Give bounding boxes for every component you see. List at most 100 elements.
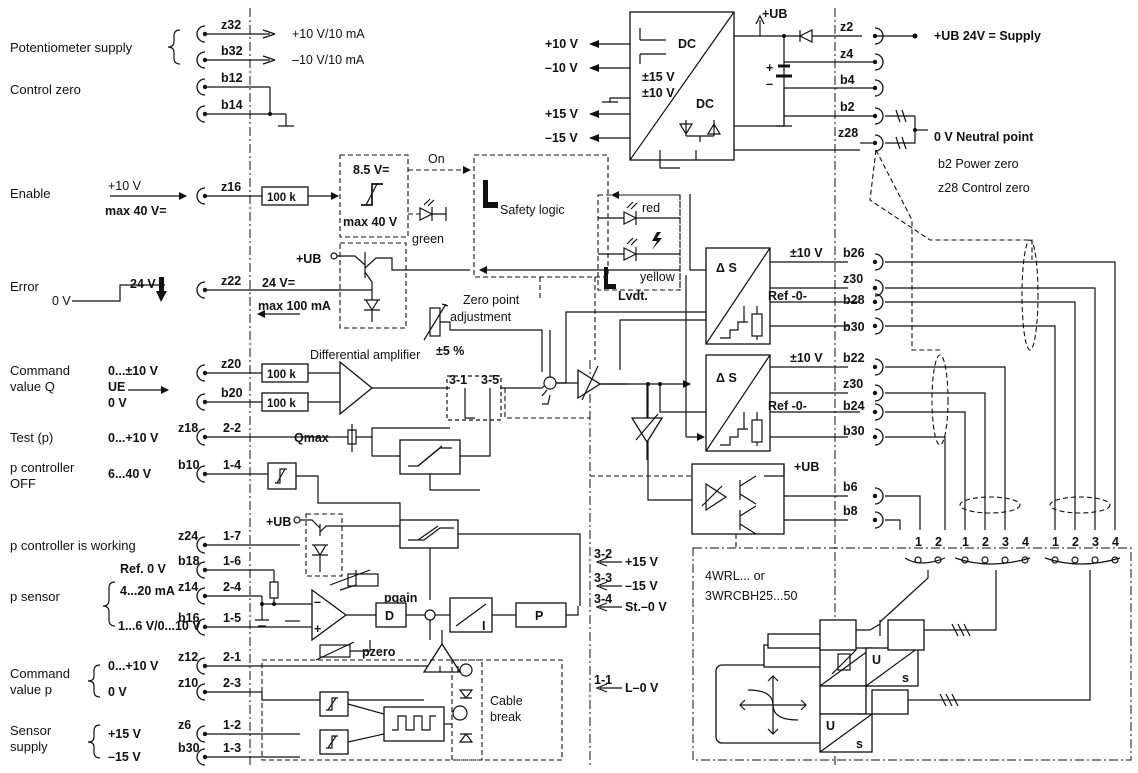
right-connectors-lvdt [872,239,1116,530]
pin-z20: z20 [221,357,241,371]
svg-text:4: 4 [1022,535,1029,549]
p-off-comparator [267,462,401,520]
pin-3-5: 3-5 [481,373,499,387]
valve-s-2: s [856,737,863,751]
pm15-label: ±15 V [642,70,675,84]
qmax-label: Qmax [294,431,329,445]
ub-error: +UB [296,252,321,266]
label-sensor-supply-2: supply [10,739,48,754]
signal-labels: +10 V/10 mA –10 V/10 mA +10 V max 40 V= … [52,27,365,764]
pin-3-4: 3-4 [594,592,612,606]
sig-sensor-ref: Ref. 0 V [120,562,167,576]
out-l0v: L–0 V [625,681,659,695]
ref0-2: Ref -0- [768,399,807,413]
pin-z10: z10 [178,676,198,690]
sig-off-range: 6...40 V [108,467,152,481]
left-labels: Potentiometer supply Control zero Enable… [10,40,136,754]
label-green: green [412,232,444,246]
label-command-p-1: Command [10,666,70,681]
threshold-1: 8.5 V= [353,163,390,177]
pin-1-4: 1-4 [223,458,241,472]
label-neutral: 0 V Neutral point [934,130,1034,144]
pin-b26: b26 [843,246,865,260]
label-red: red [642,201,660,215]
error-output: +UB [296,242,470,329]
ub-supply: +UB [762,7,787,21]
enable-block: 100 k 8.5 V= max 40 V On green [261,152,471,246]
pin-b10: b10 [178,458,200,472]
pin-z30-b: z30 [843,377,863,391]
svg-text:3: 3 [1002,535,1009,549]
p-sensor-stage: – + pgain pzero [255,569,417,661]
sig-pot-minus: –10 V/10 mA [292,53,365,67]
threshold-box [339,154,409,238]
pin-1-2: 1-2 [223,718,241,732]
pin-3-1: 3-1 [449,373,467,387]
pin-b32: b32 [221,44,243,58]
p-working: +UB [266,513,581,606]
svg-text:+: + [766,61,773,75]
label-pm5: ±5 % [436,344,464,358]
sig-enable-2: max 40 V= [105,204,167,218]
pin-2-1: 2-1 [223,650,241,664]
pin-z4: z4 [840,47,853,61]
pid-blocks: D I P [375,596,579,640]
pin-b6: b6 [843,480,858,494]
label-z28-control: z28 Control zero [938,181,1030,195]
pin-b30-b: b30 [843,424,865,438]
lvdt-block-2: Δ S ±10 V Ref -0- b22 z30 b24 b30 [647,275,865,501]
pin-b24: b24 [843,399,865,413]
connector-numbers: 1 2 1 2 3 4 1 2 3 4 [904,535,1121,565]
sig-error-24v: 24 V [130,277,156,291]
pin-z28: z28 [838,126,858,140]
svg-text:100 k: 100 k [267,398,296,410]
label-on: On [428,152,445,166]
label-command-q-1: Command [10,363,70,378]
svg-text:2: 2 [935,535,942,549]
pm10v-1: ±10 V [790,246,823,260]
pm10-label: ±10 V [642,86,675,100]
label-p-ctrl-off-1: p controller [10,460,75,475]
pin-1-3: 1-3 [223,741,241,755]
lvdt-block-1: Δ S ±10 V Ref -0- b26 z30 b28 b30 [619,194,865,370]
dc-label-bot: DC [696,97,714,111]
out-st0v: St.–0 V [625,600,667,614]
pin-b18: b18 [178,554,200,568]
pin-2-2: 2-2 [223,421,241,435]
safety-logic-label: Safety logic [500,203,565,217]
power-supply: DC ±15 V ±10 V DC +10 V –10 V +15 V –15 … [545,7,862,169]
valve-u-2: U [826,719,835,733]
brace-sensor [102,581,116,627]
sig-pot-plus: +10 V/10 mA [292,27,365,41]
left-connectors: z32 b32 b12 b14 z16 z22 z20 b20 z18 2-2 … [178,18,440,766]
svg-text:+: + [314,622,321,636]
pin-2-3: 2-3 [223,676,241,690]
pin-z6: z6 [178,718,191,732]
sig-supply-plus: +15 V [108,727,142,741]
pin-b30-left: b30 [178,741,200,755]
block-i: I [482,619,485,633]
supply-out-minus15: –15 V [545,131,578,145]
label-command-q-2: value Q [10,379,55,394]
brace-cmdp [87,664,101,698]
supply-out-plus10: +10 V [545,37,579,51]
pm10v-2: ±10 V [790,351,823,365]
svg-text:–: – [314,595,321,609]
pin-2-4: 2-4 [223,580,241,594]
right-connectors-top: z2 +UB 24V = Supply z4 b4 b2 z28 0 V Neu… [784,20,1041,351]
pin-b22: b22 [843,351,865,365]
pin-1-6: 1-6 [223,554,241,568]
pin-z14: z14 [178,580,198,594]
sig-enable-1: +10 V [108,179,142,193]
svg-text:1: 1 [1052,535,1059,549]
cable-break-2: break [490,710,522,724]
resistor-enable-label: 100 k [267,192,296,204]
svg-text:2: 2 [982,535,989,549]
sig-supply-minus: –15 V [108,750,141,764]
pzero-label: pzero [362,645,396,659]
pin-z22: z22 [221,274,241,288]
pin-b12: b12 [221,71,243,85]
pin-3-2: 3-2 [594,547,612,561]
pin-b14: b14 [221,98,243,112]
